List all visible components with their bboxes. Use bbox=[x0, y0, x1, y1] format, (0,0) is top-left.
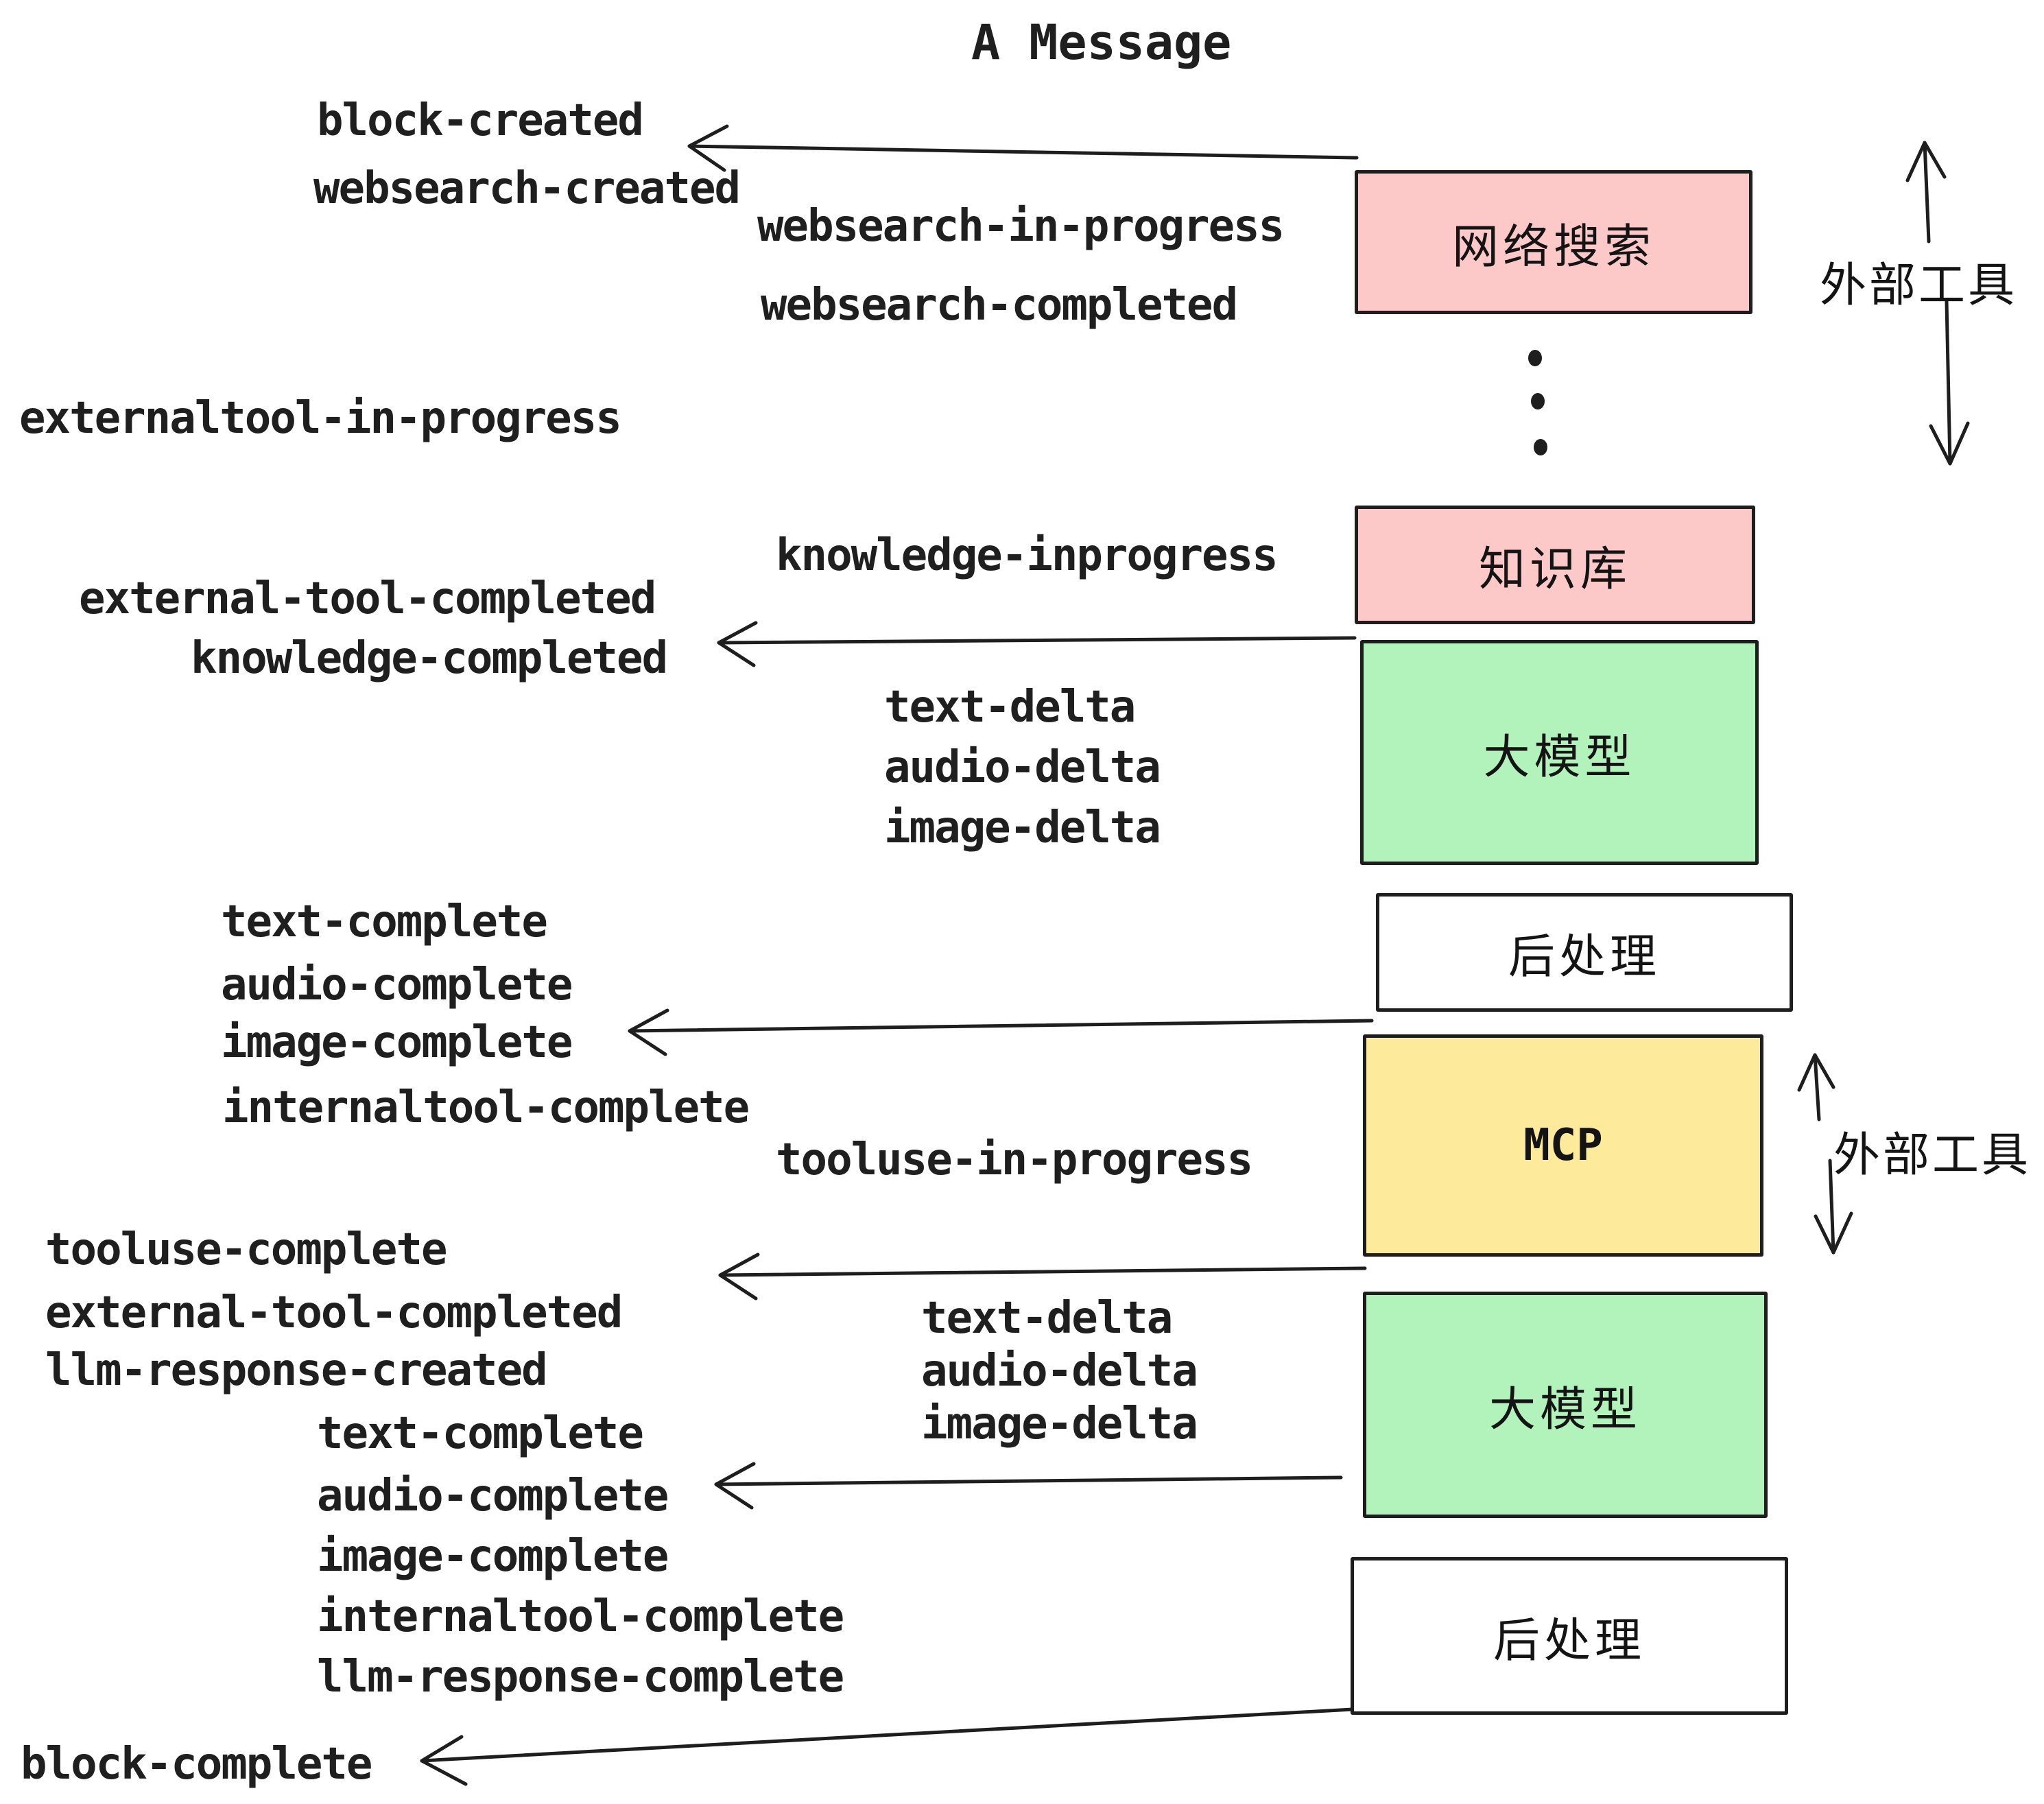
box-post-2: 后处理 bbox=[1351, 1557, 1788, 1715]
box-llm-2-label: 大模型 bbox=[1488, 1382, 1641, 1437]
event-audio-complete-1: audio-complete bbox=[221, 960, 573, 1010]
event-externaltool-in-progress: externaltool-in-progress bbox=[19, 393, 622, 444]
box-knowledge-label: 知识库 bbox=[1478, 543, 1631, 597]
event-websearch-created: websearch-created bbox=[313, 163, 741, 214]
box-llm-1: 大模型 bbox=[1360, 640, 1759, 865]
event-block-created: block-created bbox=[317, 95, 644, 146]
event-audio-delta-2: audio-delta bbox=[921, 1346, 1198, 1397]
event-image-complete-1: image-complete bbox=[221, 1017, 573, 1068]
box-post-2-label: 后处理 bbox=[1493, 1613, 1645, 1668]
event-text-delta-1: text-delta bbox=[884, 682, 1136, 733]
event-audio-complete-2: audio-complete bbox=[317, 1471, 669, 1521]
page-title: A Message bbox=[971, 14, 1232, 71]
box-mcp-label: MCP bbox=[1523, 1120, 1603, 1171]
event-external-tool-completed-2: external-tool-completed bbox=[45, 1287, 623, 1338]
event-image-delta-1: image-delta bbox=[884, 803, 1161, 853]
box-websearch: 网络搜索 bbox=[1355, 170, 1752, 314]
arrow-up-external-tools-mid bbox=[1797, 1053, 1835, 1121]
event-text-delta-2: text-delta bbox=[921, 1293, 1173, 1344]
arrow-left-block-complete bbox=[420, 1707, 1355, 1786]
box-llm-1-label: 大模型 bbox=[1483, 730, 1636, 785]
event-external-tool-completed-1: external-tool-completed bbox=[79, 573, 656, 624]
event-internaltool-complete-2: internaltool-complete bbox=[317, 1591, 844, 1642]
event-internaltool-complete-1: internaltool-complete bbox=[222, 1082, 750, 1133]
box-websearch-label: 网络搜索 bbox=[1451, 219, 1655, 274]
ellipsis-dots-icon bbox=[1528, 350, 1547, 455]
event-audio-delta-1: audio-delta bbox=[884, 742, 1161, 793]
event-image-complete-2: image-complete bbox=[317, 1531, 669, 1582]
arrow-left-websearch-created bbox=[687, 124, 1359, 172]
arrow-left-audio-complete bbox=[714, 1462, 1343, 1510]
box-knowledge: 知识库 bbox=[1355, 506, 1755, 624]
box-mcp: MCP bbox=[1363, 1034, 1763, 1257]
arrow-down-external-tools-top bbox=[1929, 300, 1970, 466]
arrow-left-internal-complete bbox=[628, 1008, 1374, 1056]
event-llm-response-created: llm-response-created bbox=[45, 1345, 548, 1396]
event-websearch-in-progress: websearch-in-progress bbox=[757, 201, 1285, 252]
box-llm-2: 大模型 bbox=[1363, 1292, 1768, 1518]
event-tooluse-in-progress: tooluse-in-progress bbox=[776, 1135, 1253, 1185]
event-llm-response-complete: llm-response-complete bbox=[317, 1652, 844, 1702]
box-post-1-label: 后处理 bbox=[1508, 930, 1661, 984]
event-block-complete: block-complete bbox=[21, 1739, 372, 1790]
event-text-complete-2: text-complete bbox=[317, 1408, 644, 1459]
event-knowledge-inprogress: knowledge-inprogress bbox=[776, 530, 1279, 581]
side-label-external-tools-mid: 外部工具 bbox=[1833, 1128, 2032, 1183]
box-post-1: 后处理 bbox=[1376, 893, 1793, 1012]
arrow-left-knowledge-completed bbox=[717, 621, 1357, 667]
event-image-delta-2: image-delta bbox=[921, 1399, 1198, 1449]
event-text-complete-1: text-complete bbox=[221, 897, 548, 947]
event-knowledge-completed: knowledge-completed bbox=[191, 633, 668, 684]
side-label-external-tools-top: 外部工具 bbox=[1820, 259, 2018, 313]
arrow-up-external-tools-top bbox=[1905, 141, 1947, 244]
event-websearch-completed: websearch-completed bbox=[761, 280, 1238, 331]
event-tooluse-complete: tooluse-complete bbox=[45, 1224, 447, 1275]
